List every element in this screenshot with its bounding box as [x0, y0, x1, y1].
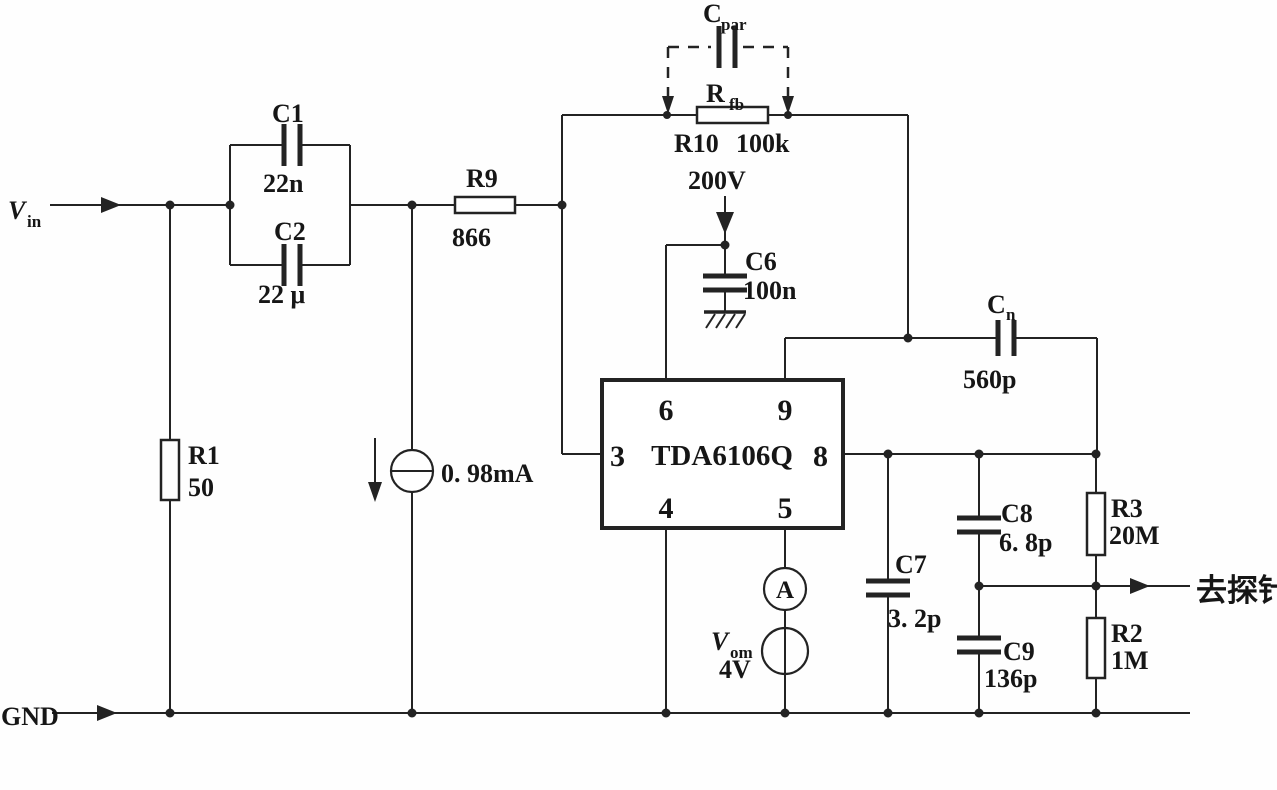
c2-ref: C2: [274, 217, 306, 246]
component-r9: R9 866: [452, 164, 517, 252]
c7-value: 3. 2p: [888, 604, 941, 633]
component-ammeter: A: [762, 566, 808, 612]
c8-ref: C8: [1001, 499, 1033, 528]
component-r10-rfb: R fb R10 100k: [674, 79, 790, 158]
c1-value: 22n: [263, 169, 304, 198]
ground-label: GND: [1, 702, 59, 731]
output-label: 去探针: [1196, 573, 1277, 608]
junction-dots: [165, 111, 1101, 718]
current-source-value: 0. 98mA: [441, 459, 534, 488]
r3-value: 20M: [1109, 521, 1160, 550]
c9-value: 136p: [984, 664, 1037, 693]
output-port: 去探针: [1130, 573, 1277, 608]
component-c8: C8 6. 8p: [957, 499, 1052, 557]
ic-pin-5: 5: [778, 492, 793, 525]
r3-ref: R3: [1111, 494, 1143, 523]
ammeter-symbol: A: [776, 577, 794, 604]
ic-pin-6: 6: [659, 394, 674, 427]
component-c2: C2 22 μ: [258, 217, 306, 309]
c1-ref: C1: [272, 99, 304, 128]
ic-pin-3: 3: [610, 440, 625, 473]
component-cpar: C par: [662, 0, 794, 114]
ground-arrow-icon: [97, 705, 117, 721]
cn-value: 560p: [963, 365, 1016, 394]
supply-value: 200V: [688, 166, 746, 195]
supply-200v: 200V: [688, 166, 746, 234]
cn-symbol-sub: n: [1006, 305, 1016, 324]
r2-value: 1M: [1111, 646, 1149, 675]
component-c6: C6 100n: [703, 247, 797, 329]
ic-name: TDA6106Q: [651, 440, 793, 472]
ic-pin-8: 8: [813, 440, 828, 473]
output-arrow-icon: [1130, 578, 1150, 594]
vom-symbol-sub: om: [730, 643, 753, 662]
r9-value: 866: [452, 223, 491, 252]
ic-tda6106q: TDA6106Q 6 9 3 8 4 5: [600, 378, 845, 530]
component-vom: V om 4V: [711, 626, 810, 684]
component-c9: C9 136p: [957, 635, 1037, 693]
r1-ref: R1: [188, 441, 220, 470]
ic-pin-9: 9: [778, 394, 793, 427]
rfb-symbol-sub: fb: [729, 95, 744, 114]
current-direction-arrow-icon: [368, 482, 382, 502]
vom-value: 4V: [719, 655, 751, 684]
component-current-source: 0. 98mA: [368, 438, 534, 502]
c2-value: 22 μ: [258, 280, 306, 309]
r2-ref: R2: [1111, 619, 1143, 648]
earth-ground-icon: [704, 310, 746, 329]
component-c7: C7 3. 2p: [866, 550, 941, 633]
component-r1: R1 50: [159, 438, 220, 502]
input-label: V: [8, 196, 28, 225]
r9-ref: R9: [466, 164, 498, 193]
component-r2: R2 1M: [1085, 616, 1149, 680]
supply-arrow-icon: [716, 212, 734, 234]
component-cn: C n 560p: [963, 290, 1017, 394]
c6-ref: C6: [745, 247, 777, 276]
wire-network: [50, 114, 1190, 714]
component-c1: C1 22n: [263, 99, 304, 198]
cpar-symbol: C: [703, 0, 722, 28]
r10-value: 100k: [736, 129, 790, 158]
c9-ref: C9: [1003, 637, 1035, 666]
input-port: V in: [8, 196, 121, 231]
cpar-symbol-sub: par: [721, 15, 747, 34]
rfb-symbol: R: [706, 79, 725, 108]
ic-pin-4: 4: [659, 492, 674, 525]
vom-symbol: V: [711, 627, 731, 656]
r1-value: 50: [188, 473, 214, 502]
c6-value: 100n: [743, 276, 797, 305]
ground-port: GND: [1, 702, 117, 731]
input-arrow-icon: [101, 197, 121, 213]
r10-ref: R10: [674, 129, 719, 158]
input-label-sub: in: [27, 212, 42, 231]
component-r3: R3 20M: [1085, 491, 1160, 557]
cn-symbol: C: [987, 290, 1006, 319]
c7-ref: C7: [895, 550, 927, 579]
c8-value: 6. 8p: [999, 528, 1052, 557]
